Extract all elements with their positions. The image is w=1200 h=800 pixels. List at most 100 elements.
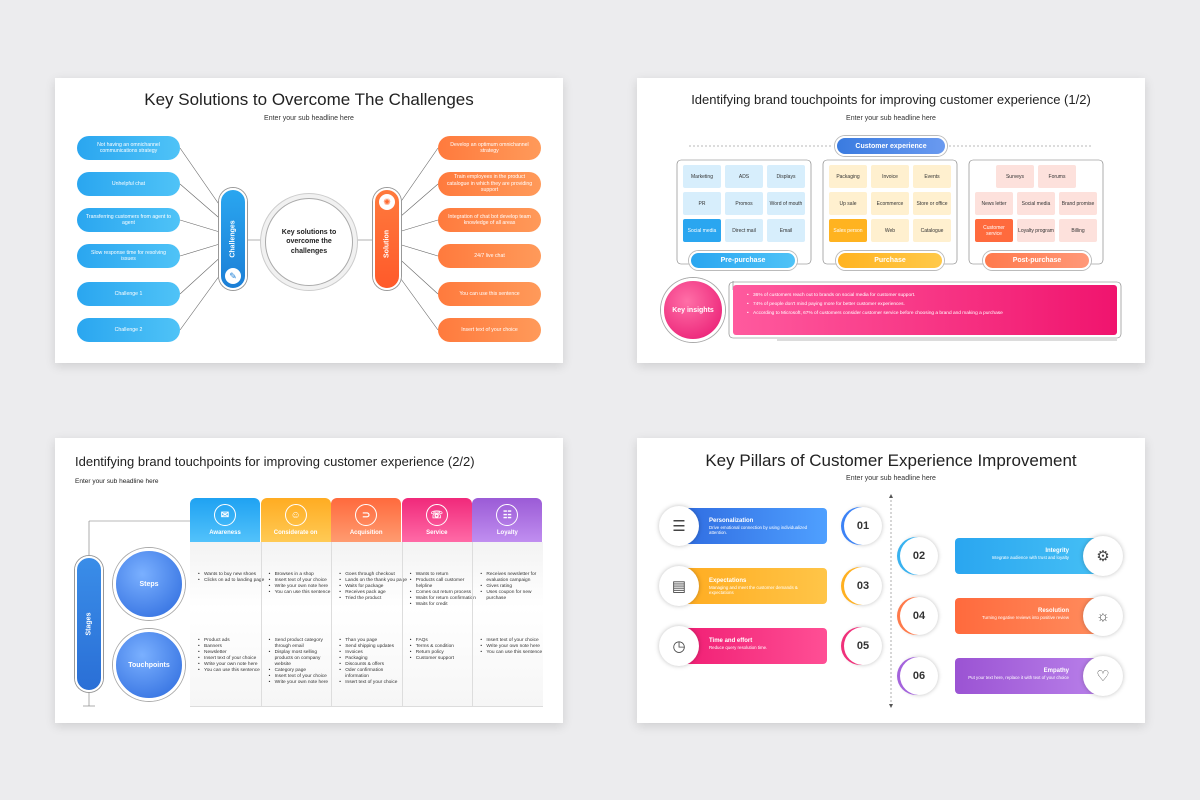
purchase-label: Purchase [836,251,944,270]
slide-key-solutions[interactable]: Key Solutions to Overcome The Challenges… [55,78,563,363]
column-divider [260,542,262,706]
steps-item: Comes out return process [410,590,478,596]
slide-subtitle: Enter your sub headline here [264,115,354,122]
touchpoint-cell: Sales person [829,219,867,242]
bullet: • [747,293,749,298]
pillar-title: Time and effort [709,638,753,644]
steps-item: Gives rating [480,584,548,590]
steps-item: Browses in a shop [269,572,337,578]
pillar-title: Expectations [709,578,747,584]
touchpoint-item: Banners [198,644,266,650]
prepurchase-label: Pre-purchase [689,251,797,270]
touchpoint-cell: Billing [1059,219,1097,242]
megaphone-icon: ✉ [214,504,236,526]
challenge-item: Challenge 2 [77,318,180,342]
touchpoint-item: Product ads [198,638,266,644]
challenge-item: Unhelpful chat [77,172,180,196]
steps-item: Products call customer helpline [410,578,478,590]
clock-icon: ◷ [659,626,699,666]
touchpoint-item: Invoices [339,650,407,656]
pillar-number: 03 [844,567,882,605]
touchpoint-cell: Social media [1017,192,1055,215]
pillar-number: 02 [900,537,938,575]
stage-header: ✉ Awareness [190,498,260,542]
touchpoint-cell: Marketing [683,165,721,188]
touchpoint-item: Insert text of your choice [339,680,407,686]
steps-item: Write your own note here [269,584,337,590]
slide-title: Identifying brand touchpoints for improv… [691,92,1091,107]
chart-icon: ▤ [659,566,699,606]
steps-item: Receives pack age [339,590,407,596]
touchpoint-cell: Ecommerce [871,192,909,215]
steps-list: Browses in a shopInsert text of your cho… [269,572,337,596]
solution-item: You can use this sentence [438,282,541,306]
lightbulb-icon: ☼ [1083,596,1123,636]
touchpoint-cell: Surveys [996,165,1034,188]
stage-header: ☷Loyalty [472,498,543,542]
touchpoint-cell: News letter [975,192,1013,215]
challenge-item: Challenge 1 [77,282,180,306]
heart-head-icon: ♡ [1083,656,1123,696]
touchpoint-item: Customer support [410,656,478,662]
solution-label: Solution [383,229,391,258]
touchpoint-item: Write your own note here [269,680,337,686]
slide-key-pillars[interactable]: Key Pillars of Customer Experience Impro… [637,438,1145,723]
touchpoint-item: Discounts & offers [339,662,407,668]
stage-name: Awareness [209,530,241,536]
touchpoint-item: Insert text of your choice [198,656,266,662]
touchpoints-list: Insert text of your choiceWrite your own… [480,638,548,656]
stage-name: Acquisition [349,530,383,536]
stage-header: ☺Considerate on [260,498,331,542]
touchpoint-cell: Displays [767,165,805,188]
steps-item: Uses coupon for new purchase [480,590,548,602]
column-divider [401,542,403,706]
touchpoint-cell: Brand promise [1059,192,1097,215]
stage-name: Considerate on [273,530,318,536]
axis-line [889,494,893,708]
slide-subtitle: Enter your sub headline here [846,115,936,122]
challenges-column: Challenges ✎ [219,188,247,290]
pillar-desc: Turning negative reviews into positive r… [982,615,1069,620]
touchpoint-item: FAQs [410,638,478,644]
touchpoints-list: Than you pageSend shipping updatesInvoic… [339,638,407,686]
steps-item: Wants to buy new shoes [198,572,266,578]
steps-item: Waits for return confirmation [410,596,478,602]
steps-item: Tried the product [339,596,407,602]
key-insights-circle: Key insights [661,278,725,342]
touchpoint-cell: Word of mouth [767,192,805,215]
insight-item: •According to Microsoft, 67% of customer… [747,309,1103,318]
steps-list: Goes through checkoutLands on the thank … [339,572,407,602]
touchpoint-cell: Packaging [829,165,867,188]
insight-item: •36% of customers reach out to brands on… [747,291,1103,300]
steps-item: You can use this sentence [269,590,337,596]
slide-touchpoints-2[interactable]: Identifying brand touchpoints for improv… [55,438,563,723]
steps-list: Wants to returnProducts call customer he… [410,572,478,608]
touchpoint-item: Write your own note here [480,644,548,650]
pillar-desc: Put your text here, replace it with text… [968,675,1069,680]
magnet-icon: ⊃ [355,504,378,526]
solution-item: Develop an optimum omnichannel strategy [438,136,541,160]
customer-experience-label: Customer experience [835,136,947,156]
steps-item: Goes through checkout [339,572,407,578]
touchpoints-circle: Touchpoints [113,629,185,701]
touchpoint-item: Display most selling products on company… [269,650,337,668]
bullet: • [747,302,749,308]
steps-item: Insert text of your choice [269,578,337,584]
slide-subtitle: Enter your sub headline here [846,475,936,482]
pillar-title: Personalization [709,518,754,524]
megaphone-icon: ✎ [225,268,241,284]
touchpoint-item: Send shipping updates [339,644,407,650]
stage-name: Loyalty [496,530,518,536]
touchpoints-list: FAQsTerms & conditionReturn policyCustom… [410,638,478,662]
touchpoint-cell: Customer service [975,219,1013,242]
pillar-number: 01 [844,507,882,545]
touchpoint-cell: ADS [725,165,763,188]
gears-icon: ⚙ [1083,536,1123,576]
touchpoint-item: Terms & condition [410,644,478,650]
insight-item: •74% of people don't mind paying more fo… [747,300,1103,309]
slide-touchpoints-1[interactable]: Identifying brand touchpoints for improv… [637,78,1145,363]
touchpoint-cell: Catalogue [913,219,951,242]
stages-pill: Stages [75,556,103,692]
